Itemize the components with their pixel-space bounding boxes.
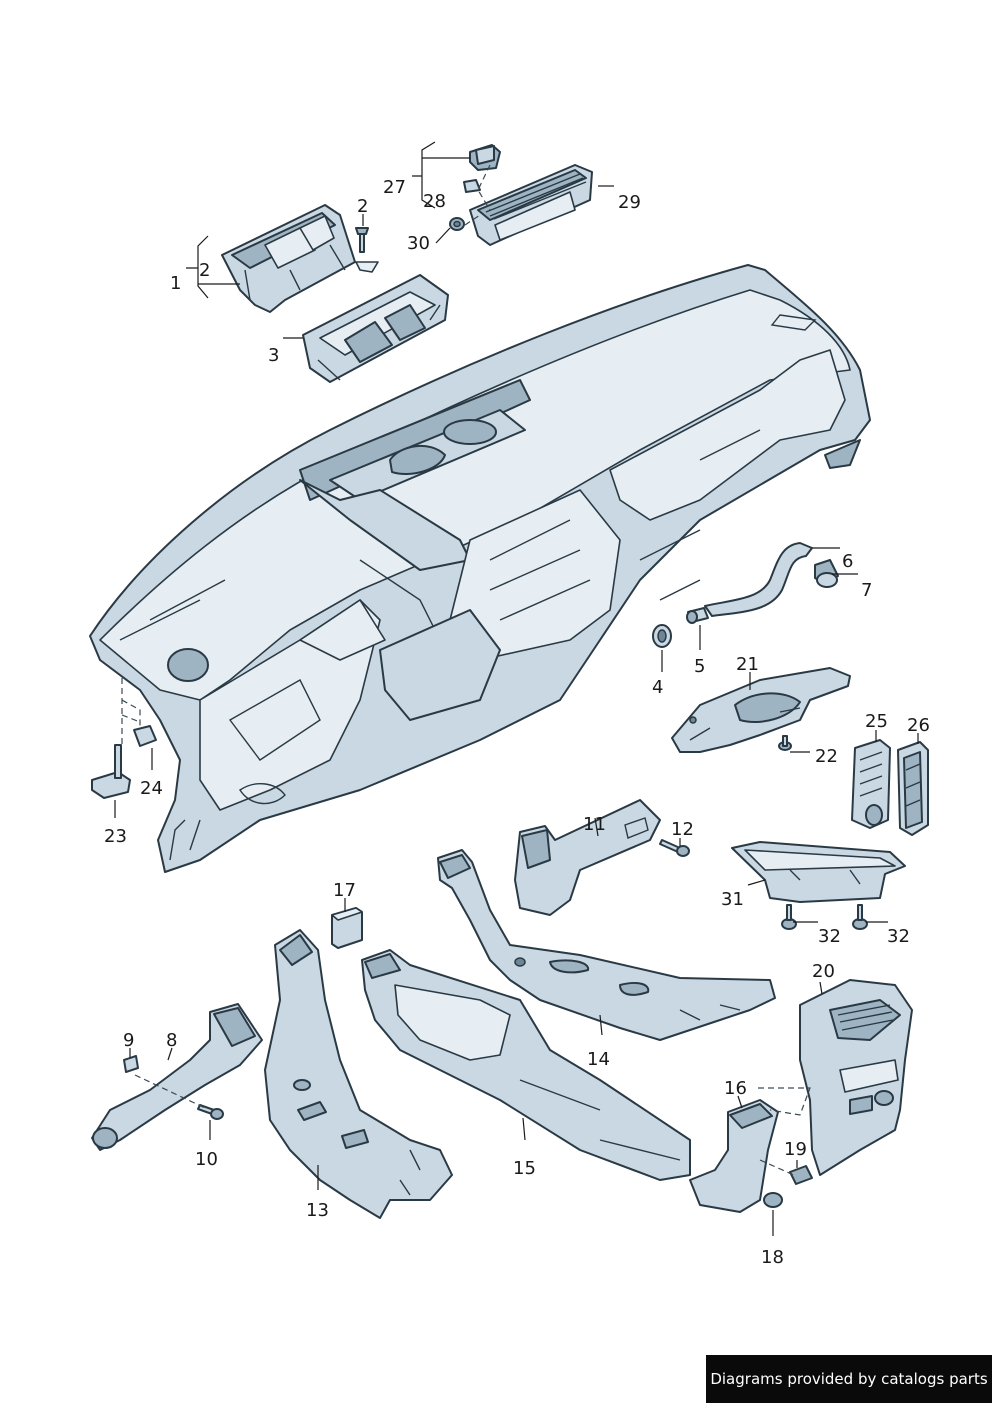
callout-24: 24 [140,778,163,799]
bracket-23 [91,744,131,799]
vent-frame-3 [302,274,449,383]
callout-14: 14 [587,1049,610,1070]
callout-labels: 1 2 2 3 4 5 6 7 8 9 10 11 12 13 14 15 16… [104,177,930,1268]
duct-15 [361,949,691,1181]
callout-15: 15 [513,1158,536,1179]
cap-17 [331,907,363,949]
callout-32: 32 [818,926,841,947]
screw-32b [852,904,868,930]
nut-30 [449,217,465,231]
callout-11: 11 [583,814,606,835]
callout-30: 30 [407,233,430,254]
callout-7: 7 [861,580,872,601]
clip-18 [763,1192,783,1208]
screw-12 [659,839,690,857]
vent-26 [897,741,929,836]
vent-housing-1 [221,204,356,313]
dashboard-panel [89,264,871,873]
duct-11 [514,799,661,916]
grommet-4 [652,624,672,648]
clip-24 [133,725,157,747]
screw-32a [781,904,797,930]
leader-lines [114,141,919,1236]
callout-2: 2 [357,196,368,217]
callout-12: 12 [671,819,694,840]
screw-22 [778,735,792,751]
defrost-grille-29 [469,164,593,246]
callout-1: 1 [170,273,181,294]
callout-27: 27 [383,177,406,198]
clip-19 [789,1165,813,1185]
callout-32: 32 [887,926,910,947]
callout-2: 2 [199,260,210,281]
callout-26: 26 [907,715,930,736]
screw-10 [197,1104,224,1120]
clip-28 [463,179,481,193]
vent-25 [851,739,891,829]
callout-8: 8 [166,1030,177,1051]
dashed-assembly-lines [121,164,811,1177]
callout-25: 25 [865,711,888,732]
rear-console-20 [799,979,913,1176]
duct-13 [264,929,453,1219]
screw-2 [355,227,379,273]
callout-5: 5 [694,656,705,677]
callout-19: 19 [784,1139,807,1160]
duct-21 [671,667,851,753]
duct-16 [689,1099,779,1213]
hose-end-7 [814,559,839,588]
connector-5 [686,607,709,624]
sensor-27 [469,144,501,171]
callout-13: 13 [306,1200,329,1221]
duct-31 [731,841,906,903]
callout-20: 20 [812,961,835,982]
callout-6: 6 [842,551,853,572]
callout-31: 31 [721,889,744,910]
duct-14 [437,849,776,1041]
hose-6 [704,542,813,617]
clip-9 [123,1055,139,1073]
duct-8 [91,1003,263,1151]
callout-17: 17 [333,880,356,901]
callout-4: 4 [652,677,663,698]
callout-21: 21 [736,654,759,675]
callout-29: 29 [618,192,641,213]
callout-9: 9 [123,1030,134,1051]
callout-18: 18 [761,1247,784,1268]
callout-23: 23 [104,826,127,847]
callout-16: 16 [724,1078,747,1099]
callout-28: 28 [423,191,446,212]
callout-22: 22 [815,746,838,767]
footer-credit: Diagrams provided by catalogs parts [706,1355,992,1403]
callout-3: 3 [268,345,279,366]
callout-10: 10 [195,1149,218,1170]
